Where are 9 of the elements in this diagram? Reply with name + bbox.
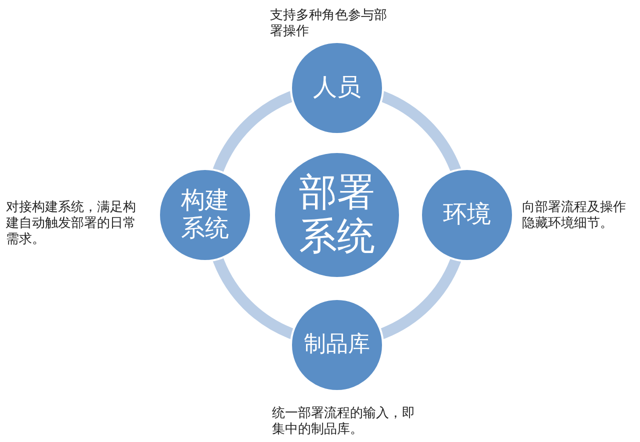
node-label: 环境 xyxy=(442,201,492,229)
node-label: 人员 xyxy=(312,74,362,102)
description-text: 统一部署流程的输入，即集中的制品库。 xyxy=(272,406,416,438)
node-label: 制品库 xyxy=(303,332,371,358)
description-text: 向部署流程及操作隐藏环境细节。 xyxy=(522,200,627,232)
node-label: 构建系统 xyxy=(180,187,230,243)
description-text: 支持多种角色参与部署操作 xyxy=(270,8,388,40)
description-text: 对接构建系统，满足构建自动触发部署的日常需求。 xyxy=(6,200,137,248)
node-label: 部署系统 xyxy=(298,171,376,259)
